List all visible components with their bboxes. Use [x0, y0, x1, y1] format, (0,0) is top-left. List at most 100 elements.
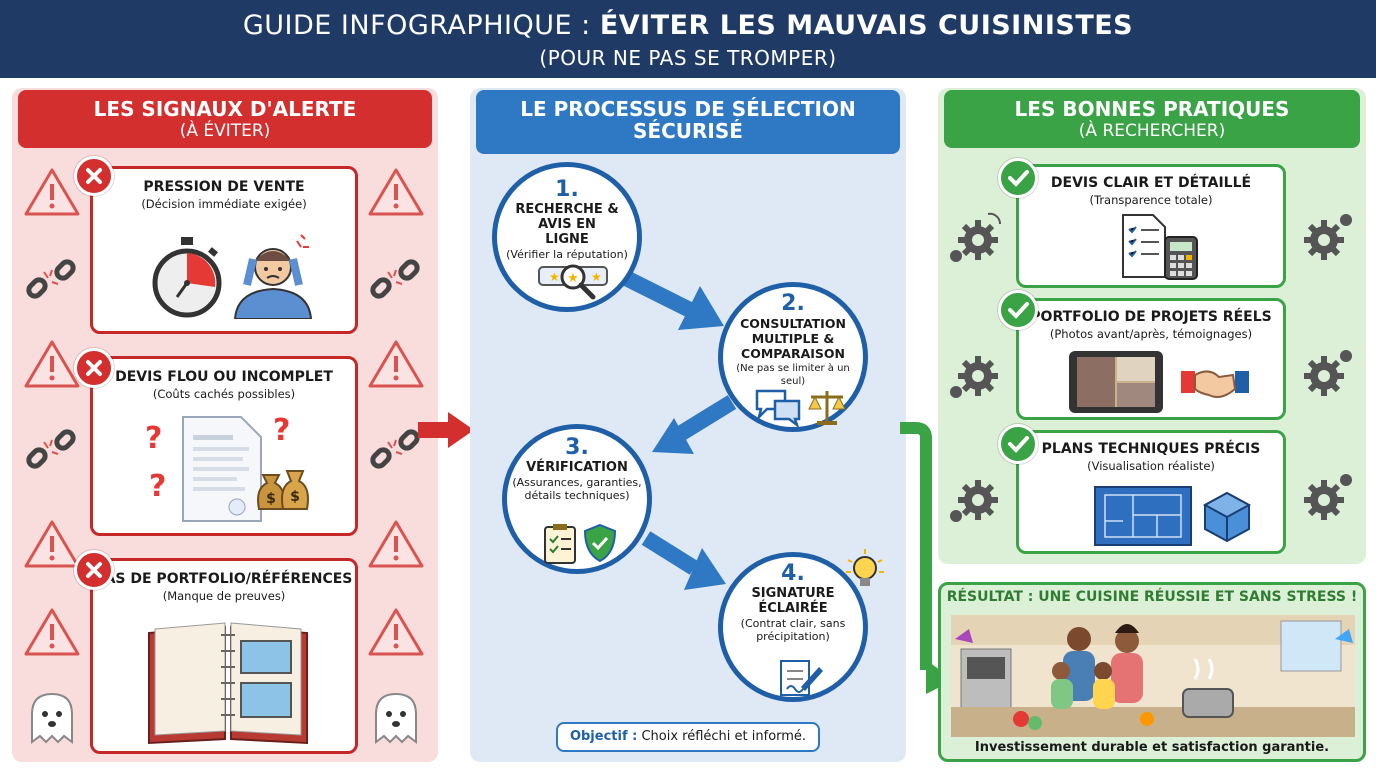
cube-icon	[1202, 491, 1252, 543]
question-mark-icon: ?	[145, 421, 163, 456]
document-icon	[182, 416, 262, 522]
star-rating-icon: ★ ★ ★	[538, 264, 608, 300]
card-title: PRESSION DE VENTE	[143, 179, 305, 195]
stressed-person-icon	[233, 234, 313, 319]
process-title-line1: LE PROCESSUS DE SÉLECTION	[520, 97, 856, 121]
card-title: PORTFOLIO DE PROJETS RÉELS	[1030, 309, 1272, 325]
ghost-icon	[31, 692, 73, 744]
money-bag-icon: $ $	[257, 470, 309, 510]
gear-icon	[1304, 474, 1352, 520]
process-panel-title: LE PROCESSUS DE SÉLECTION SÉCURISÉ	[476, 90, 900, 154]
check-icon	[998, 424, 1038, 464]
process-title-line2: SÉCURISÉ	[633, 119, 743, 143]
card-title: DEVIS FLOU OU INCOMPLET	[115, 369, 333, 385]
ghost-icon	[375, 692, 417, 744]
card-subtitle: (Visualisation réaliste)	[1087, 459, 1215, 473]
alert-card-no-portfolio: PAS DE PORTFOLIO/RÉFÉRENCES (Manque de p…	[90, 558, 358, 754]
warning-icon	[368, 608, 424, 656]
tablet-icon	[1069, 351, 1163, 413]
page-title: GUIDE INFOGRAPHIQUE : ÉVITER LES MAUVAIS…	[0, 10, 1376, 41]
card-subtitle: (Photos avant/après, témoignages)	[1049, 327, 1253, 341]
good-title: LES BONNES PRATIQUES	[1014, 97, 1290, 121]
step-subtitle: (Assurances, garanties, détails techniqu…	[512, 476, 642, 502]
card-subtitle: (Transparence totale)	[1089, 193, 1213, 207]
check-icon	[998, 290, 1038, 330]
step-title: VÉRIFICATION	[526, 460, 628, 475]
broken-chain-icon	[26, 259, 76, 299]
warning-icon	[24, 168, 80, 216]
handshake-icon	[1181, 370, 1249, 398]
step-subtitle: (Contrat clair, sans précipitation)	[740, 617, 846, 643]
warning-icon	[368, 340, 424, 388]
step-2-consultation: 2. CONSULTATION MULTIPLE & COMPARAISON (…	[718, 282, 868, 432]
scales-icon	[808, 391, 846, 425]
chat-icon	[755, 389, 801, 427]
broken-chain-icon	[370, 429, 420, 469]
calculator-icon	[1164, 236, 1198, 280]
card-subtitle: (Manque de preuves)	[162, 589, 286, 603]
warning-icon	[24, 340, 80, 388]
step-3-verification: 3. VÉRIFICATION (Assurances, garanties, …	[502, 424, 652, 574]
alert-panel-title: LES SIGNAUX D'ALERTE (À ÉVITER)	[18, 90, 432, 148]
arrow-icon	[641, 531, 726, 590]
page-header: GUIDE INFOGRAPHIQUE : ÉVITER LES MAUVAIS…	[0, 0, 1376, 78]
card-subtitle: (Coûts cachés possibles)	[152, 387, 296, 401]
close-icon	[74, 550, 114, 590]
objectif-text: Choix réfléchi et informé.	[637, 729, 807, 744]
question-mark-icon: ?	[149, 469, 167, 504]
step-subtitle: (Vérifier la réputation)	[506, 248, 628, 261]
arrow-icon	[622, 270, 724, 330]
svg-text:$: $	[290, 489, 300, 505]
step-1-research: 1. RECHERCHE & AVIS EN LIGNE (Vérifier l…	[492, 162, 642, 312]
gear-icon	[1304, 214, 1352, 260]
svg-text:★: ★	[591, 270, 602, 284]
family-kitchen-illustration	[951, 615, 1355, 737]
alert-subtitle: (À ÉVITER)	[179, 121, 271, 141]
step-number: 1.	[555, 177, 579, 202]
good-card-technical-plans: PLANS TECHNIQUES PRÉCIS (Visualisation r…	[1016, 430, 1286, 554]
step-4-signature: 4. SIGNATURE ÉCLAIRÉE (Contrat clair, sa…	[718, 552, 868, 702]
good-card-clear-quote: DEVIS CLAIR ET DÉTAILLÉ (Transparence to…	[1016, 164, 1286, 288]
title-bold: ÉVITER LES MAUVAIS CUISINISTES	[599, 10, 1134, 41]
good-subtitle: (À RECHERCHER)	[1078, 121, 1226, 141]
checklist-icon	[544, 524, 576, 564]
good-card-portfolio: PORTFOLIO DE PROJETS RÉELS (Photos avant…	[1016, 298, 1286, 420]
gear-icon	[1304, 350, 1352, 396]
good-panel-title: LES BONNES PRATIQUES (À RECHERCHER)	[944, 90, 1360, 148]
svg-text:★: ★	[567, 271, 579, 286]
photo-album-icon	[148, 622, 308, 745]
warning-icon	[368, 520, 424, 568]
svg-text:$: $	[266, 491, 276, 507]
objectif-note: Objectif : Choix réfléchi et informé.	[556, 722, 820, 752]
card-subtitle: (Décision immédiate exigée)	[141, 197, 307, 211]
step-title: RECHERCHE & AVIS EN LIGNE	[515, 202, 619, 247]
step-number: 2.	[781, 291, 805, 316]
result-footer: Investissement durable et satisfaction g…	[974, 740, 1330, 755]
shield-check-icon	[583, 523, 617, 563]
lightbulb-icon	[846, 549, 884, 586]
broken-chain-icon	[370, 259, 420, 299]
alert-card-pressure: PRESSION DE VENTE (Décision immédiate ex…	[90, 166, 358, 334]
page-subtitle: (POUR NE PAS SE TROMPER)	[539, 46, 837, 70]
warning-icon	[24, 608, 80, 656]
step-subtitle: (Ne pas se limiter à un seul)	[736, 363, 850, 387]
step-number: 3.	[565, 435, 589, 460]
close-icon	[74, 156, 114, 196]
check-icon	[998, 158, 1038, 198]
result-panel: RÉSULTAT : UNE CUISINE RÉUSSIE ET SANS S…	[938, 582, 1366, 762]
card-title: DEVIS CLAIR ET DÉTAILLÉ	[1050, 175, 1252, 191]
pen-contract-icon	[780, 660, 823, 696]
document-icon	[1122, 214, 1166, 278]
alert-card-vague-quote: DEVIS FLOU OU INCOMPLET (Coûts cachés po…	[90, 356, 358, 536]
result-title: RÉSULTAT : UNE CUISINE RÉUSSIE ET SANS S…	[946, 589, 1358, 605]
step-number: 4.	[781, 561, 805, 586]
arrow-icon	[418, 412, 474, 448]
stopwatch-icon	[152, 237, 222, 318]
broken-chain-icon	[26, 429, 76, 469]
close-icon	[74, 348, 114, 388]
gear-icon	[950, 212, 1002, 262]
alert-title: LES SIGNAUX D'ALERTE	[93, 97, 357, 121]
blueprint-icon	[1094, 486, 1192, 546]
title-prefix: GUIDE INFOGRAPHIQUE :	[242, 10, 600, 41]
arrow-icon	[652, 395, 737, 454]
